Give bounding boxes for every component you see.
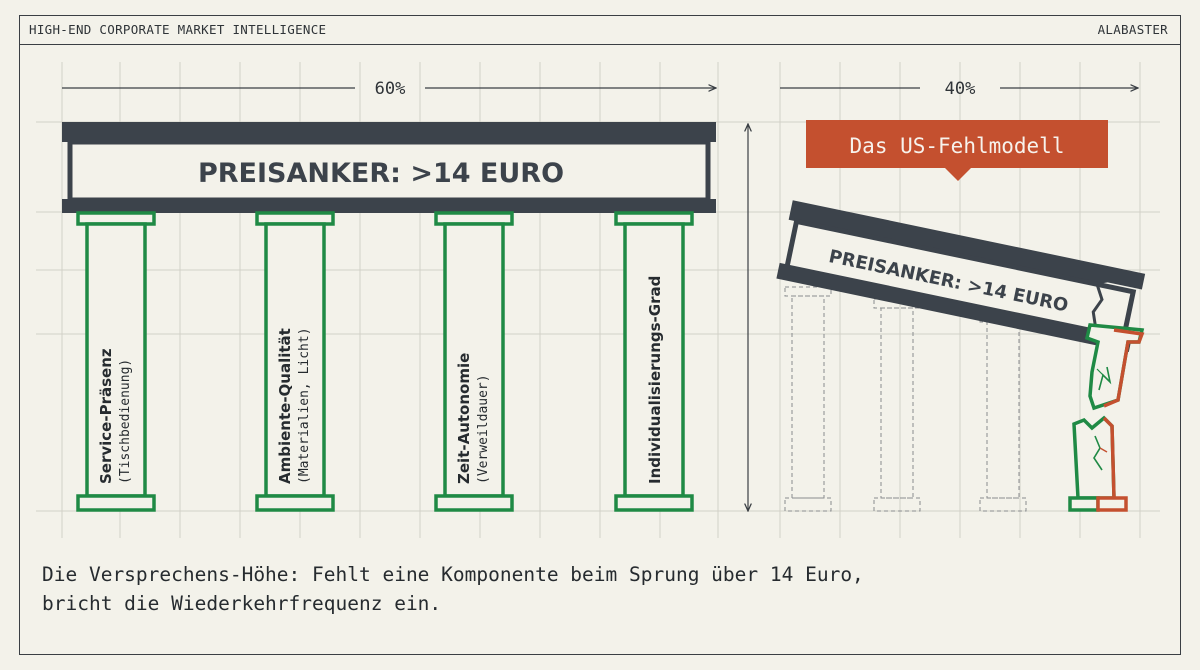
broken-pillar <box>1068 323 1145 512</box>
left-width-label: 60% <box>375 79 406 99</box>
ghost-pillar-2 <box>873 298 921 512</box>
pillar-base <box>255 494 335 512</box>
pillar-title: Zeit-Autonomie <box>455 353 473 484</box>
pillar-2: Ambiente-Qualität(Materialien, Licht) <box>255 211 335 512</box>
header-brand: ALABASTER <box>1097 22 1168 37</box>
pillar-base <box>76 494 156 512</box>
caption-line-1: Die Versprechens-Höhe: Fehlt eine Kompon… <box>42 563 864 586</box>
left-width-dimension: 60% <box>62 79 716 99</box>
ghost-pillar-3 <box>979 312 1027 512</box>
pillar-subtitle: (Tischbedienung) <box>118 359 133 484</box>
pillar-title: Service-Präsenz <box>97 348 115 484</box>
ghost-pillar-1 <box>784 286 832 512</box>
pillar-4: Individualisierungs-Grad <box>614 211 694 512</box>
caption-line-2: bricht die Wiederkehrfrequenz ein. <box>42 592 442 615</box>
intact-beam-label: PREISANKER: >14 EURO <box>198 158 564 189</box>
header-bar: HIGH-END CORPORATE MARKET INTELLIGENCE A… <box>20 16 1180 45</box>
pillar-diagram: 60% PREISANKER: >14 EURO Service-Präsenz… <box>36 62 1160 538</box>
intact-beam: PREISANKER: >14 EURO <box>62 122 716 213</box>
right-width-dimension: 40% <box>780 79 1138 99</box>
pillar-1: Service-Präsenz(Tischbedienung) <box>76 211 156 512</box>
pillar-shaft <box>85 222 147 498</box>
pillar-base <box>434 494 514 512</box>
pillar-title: Individualisierungs-Grad <box>646 276 664 484</box>
pillar-base <box>614 494 694 512</box>
outer-frame: HIGH-END CORPORATE MARKET INTELLIGENCE A… <box>19 15 1181 655</box>
right-width-label: 40% <box>945 79 976 99</box>
pillar-shaft <box>443 222 505 498</box>
pillar-3: Zeit-Autonomie(Verweildauer) <box>434 211 514 512</box>
intact-pillars: Service-Präsenz(Tischbedienung) Ambiente-… <box>76 211 694 512</box>
header-title: HIGH-END CORPORATE MARKET INTELLIGENCE <box>29 22 327 37</box>
caption-text: Die Versprechens-Höhe: Fehlt eine Kompon… <box>42 560 1142 618</box>
pillar-subtitle: (Verweildauer) <box>476 374 491 484</box>
pillar-shaft <box>623 222 685 498</box>
pillar-title: Ambiente-Qualität <box>276 328 294 484</box>
callout-label: Das US-Fehlmodell <box>850 134 1065 158</box>
pillar-shaft <box>264 222 326 498</box>
pillar-subtitle: (Materialien, Licht) <box>297 327 312 484</box>
fehlmodell-callout: Das US-Fehlmodell <box>806 120 1108 181</box>
